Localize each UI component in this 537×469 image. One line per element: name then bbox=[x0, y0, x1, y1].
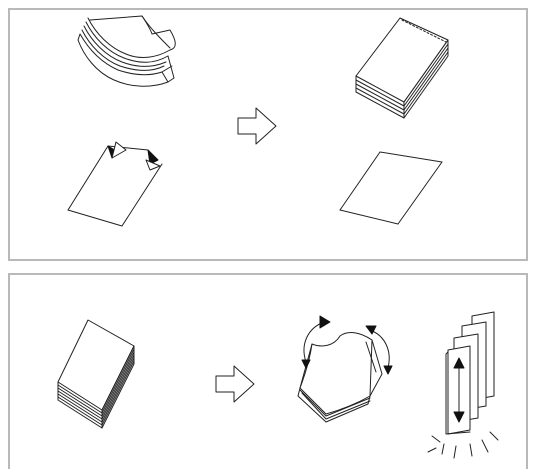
curled-paper-stack-icon bbox=[77, 15, 176, 87]
transform-arrow-icon bbox=[237, 107, 277, 145]
flex-paper-stack-icon bbox=[297, 315, 393, 423]
transform-arrow-icon bbox=[215, 365, 255, 403]
dog-eared-sheet-icon bbox=[67, 141, 163, 227]
flat-paper-stack-icon bbox=[355, 17, 449, 119]
fan-paper-stack-icon bbox=[427, 311, 499, 459]
paper-stack-icon bbox=[57, 319, 135, 429]
flat-sheet-icon bbox=[339, 151, 443, 225]
